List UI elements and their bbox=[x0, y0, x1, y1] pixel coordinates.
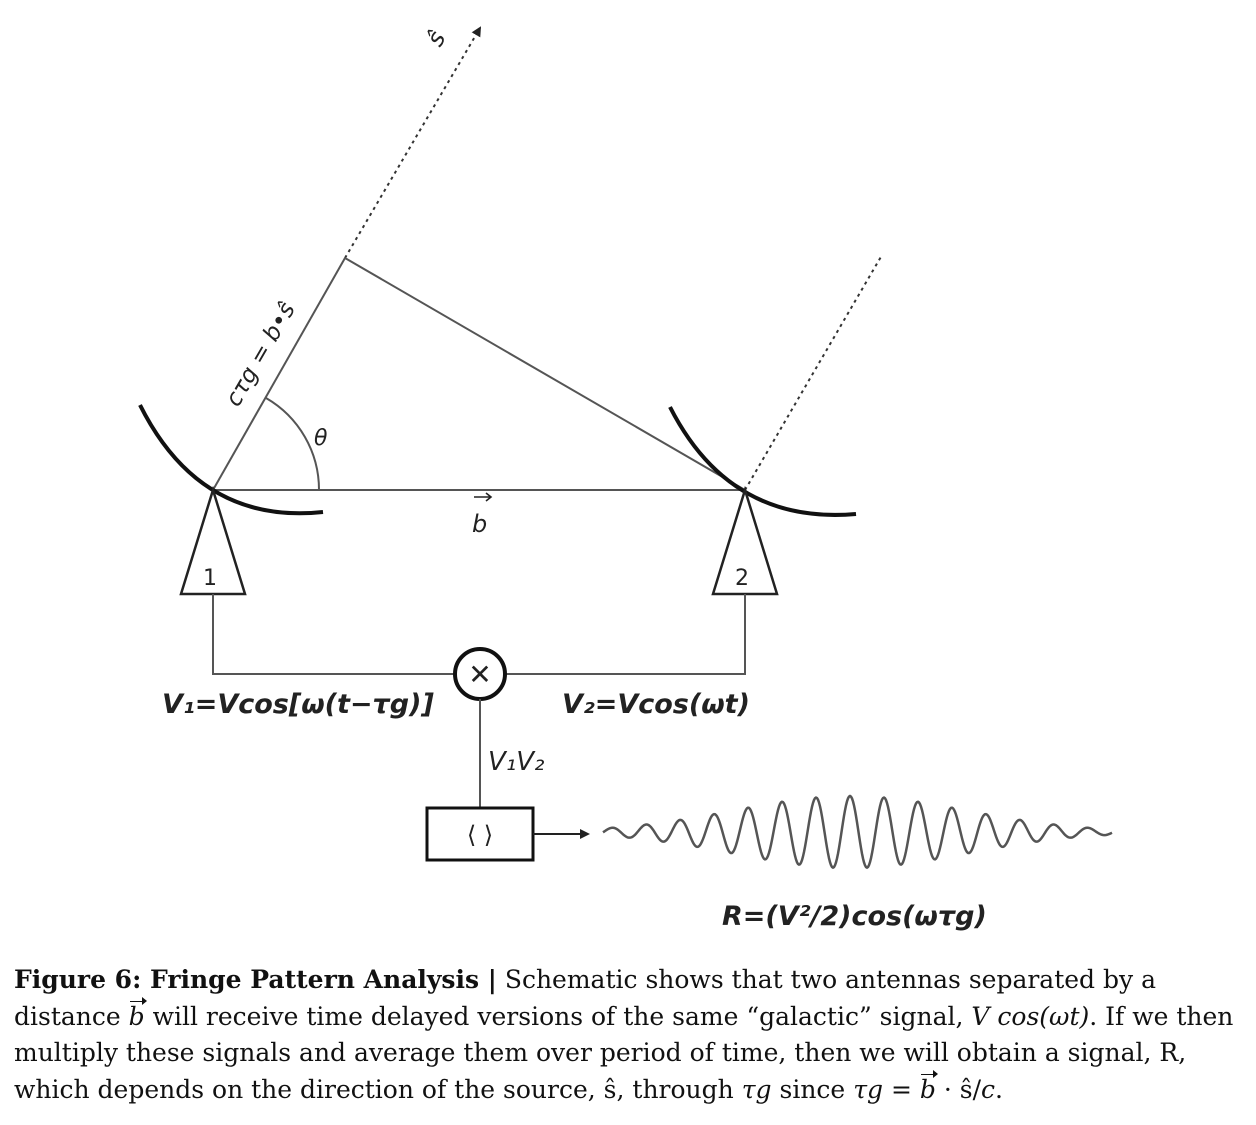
caption-text-3: . If we then multiply these signals and … bbox=[14, 1001, 1234, 1104]
caption-text-5: since bbox=[771, 1074, 854, 1104]
angle-label: θ bbox=[314, 426, 328, 451]
caption-text-4: , through bbox=[616, 1074, 742, 1104]
wire-antenna-1 bbox=[212, 594, 454, 675]
output-label: R=(V²/2)cos(ωτg) bbox=[722, 901, 987, 932]
caption-s-hat: ŝ bbox=[603, 1074, 617, 1104]
delay-label: cτg = b•ŝ bbox=[221, 298, 301, 411]
caption-tau-g-1: τg bbox=[741, 1074, 772, 1104]
wavefront-line bbox=[344, 257, 746, 491]
v2-label: V₂=Vcos(ωt) bbox=[562, 689, 750, 720]
antenna-1-label: 1 bbox=[203, 566, 217, 591]
interferometer-schematic: ŝ θ cτg = b•ŝ b 1 2 ✕ V₁=Vcos[ω(t−τg)] V… bbox=[138, 26, 1113, 932]
caption-text-8: / bbox=[972, 1074, 982, 1104]
v1-label: V₁=Vcos[ω(t−τg)] bbox=[162, 689, 434, 720]
caption-b-vector-2: b bbox=[920, 1069, 938, 1109]
angle-arc bbox=[265, 397, 321, 491]
wire-antenna-2 bbox=[506, 594, 746, 675]
caption-text-7: · bbox=[935, 1074, 960, 1104]
caption-text-6: = bbox=[883, 1074, 920, 1104]
multiplier-symbol: ✕ bbox=[468, 658, 491, 691]
caption-signal: V cos(ωt) bbox=[971, 1001, 1090, 1031]
antenna-2-label: 2 bbox=[735, 566, 749, 591]
dish-1 bbox=[138, 404, 324, 516]
baseline-vector-arrow bbox=[474, 492, 493, 502]
dish-2 bbox=[668, 406, 857, 517]
figure-caption: Figure 6: Fringe Pattern Analysis | Sche… bbox=[14, 962, 1242, 1108]
caption-b-vector: b bbox=[129, 996, 147, 1036]
averager-label: ⟨ ⟩ bbox=[467, 821, 493, 849]
caption-text-2: will receive time delayed versions of th… bbox=[144, 1001, 972, 1031]
caption-c: c bbox=[981, 1074, 996, 1104]
delay-path-line bbox=[212, 257, 346, 491]
caption-text-9: . bbox=[995, 1074, 1003, 1104]
caption-text-1: Schematic shows that two antennas separa… bbox=[14, 965, 1156, 1031]
source-direction-line bbox=[344, 26, 482, 259]
baseline-label: b bbox=[472, 510, 487, 538]
product-label: V₁V₂ bbox=[488, 747, 544, 777]
caption-title: Figure 6: Fringe Pattern Analysis | bbox=[14, 965, 497, 994]
caption-tau-g-2: τg bbox=[853, 1074, 884, 1104]
fringe-pattern bbox=[602, 794, 1113, 870]
wavefront-dotted-line bbox=[744, 254, 883, 491]
source-direction-label: ŝ bbox=[421, 26, 452, 51]
caption-s-hat-2: ŝ bbox=[959, 1074, 973, 1104]
